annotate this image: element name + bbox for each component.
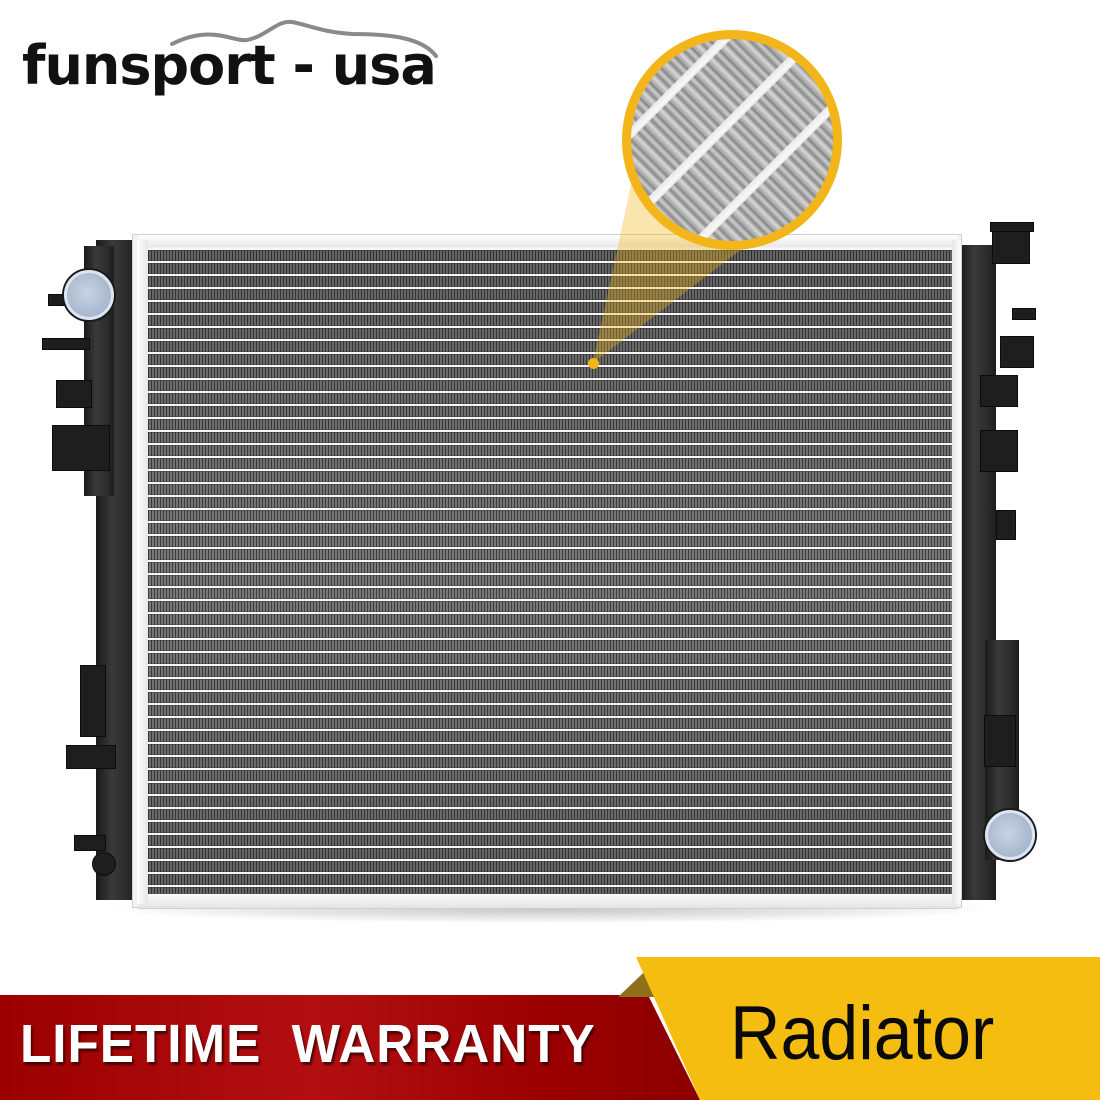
left-bracket-1 [42,338,90,350]
left-bracket-2 [56,380,92,408]
right-filler-top [990,222,1034,232]
right-bracket-6 [984,715,1016,767]
left-drain-tube [74,835,106,851]
logo-text: funsport - usa [22,34,437,97]
fin-detail-magnifier [622,30,842,250]
mountain-swoosh-icon [170,19,438,58]
left-bracket-5 [66,745,116,769]
warranty-banner [0,995,700,1100]
bottom-rail [138,894,958,909]
top-rail [138,234,958,247]
right-bracket-3 [980,375,1018,407]
right-side-strip [952,240,961,904]
left-bracket-3 [52,425,110,471]
right-bracket-5 [996,510,1016,540]
right-bracket-2 [1000,336,1034,368]
warranty-label: LIFETIME WARRANTY [20,1014,596,1074]
brand-logo: funsport - usa [22,14,442,104]
product-banner [636,957,1100,1100]
callout-pointer-dot [588,358,599,369]
left-drain-plug [92,852,116,876]
left-side-strip [137,240,148,904]
product-label: Radiator [730,991,995,1076]
lower-outlet-cap [985,810,1035,860]
left-bracket-4 [80,665,106,737]
right-bracket-1 [1012,308,1036,320]
upper-inlet-cap [64,270,114,320]
radiator-core [148,248,952,894]
right-bracket-4 [980,430,1018,472]
